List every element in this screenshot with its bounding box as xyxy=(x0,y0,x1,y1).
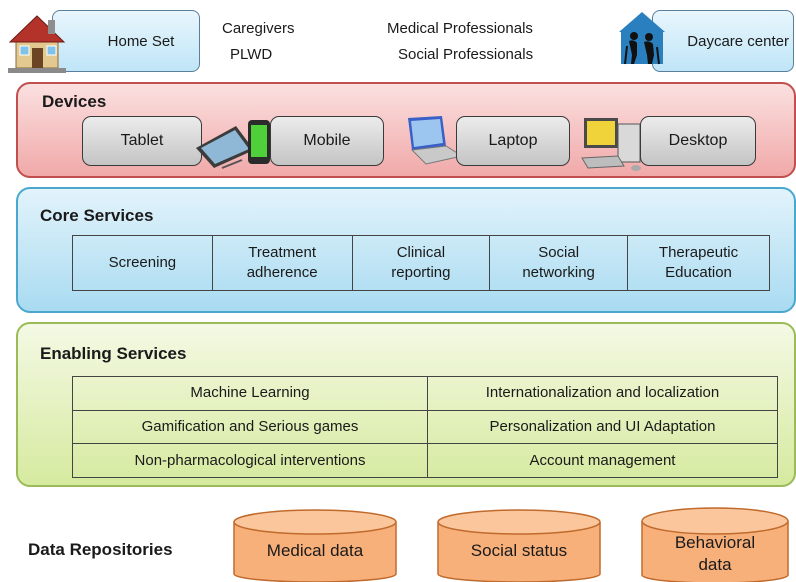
daycare-center-box: Daycare center xyxy=(652,10,794,72)
enabling-service-non-pharmacological: Non-pharmacological interventions xyxy=(72,443,428,478)
enabling-service-internationalization: Internationalization and localization xyxy=(427,376,778,411)
desktop-icon xyxy=(581,118,641,171)
desktop-label: Desktop xyxy=(668,132,728,149)
tablet-label: Tablet xyxy=(120,132,164,149)
plwd-label: PLWD xyxy=(230,46,273,63)
medical-data-label: Medical data xyxy=(266,541,364,560)
enabling-service-personalization: Personalization and UI Adaptation xyxy=(427,409,778,445)
elderly-couple-icon xyxy=(619,12,665,65)
core-service-screening: Screening xyxy=(72,235,213,291)
social-status-label: Social status xyxy=(470,541,568,560)
desktop-device: Desktop xyxy=(640,116,756,166)
medical-professionals-label: Medical Professionals xyxy=(387,20,533,37)
enabling-service-machine-learning: Machine Learning xyxy=(72,376,428,411)
mobile-label: Mobile xyxy=(303,132,351,149)
caregivers-label: Caregivers xyxy=(222,20,295,37)
core-service-social-networking: Social networking xyxy=(489,235,629,291)
enabling-services-table: Machine Learning Internationalization an… xyxy=(72,376,778,478)
table-row: Gamification and Serious games Personali… xyxy=(72,409,778,445)
social-professionals-label: Social Professionals xyxy=(398,46,534,63)
mobile-device: Mobile xyxy=(270,116,384,166)
core-services-title: Core Services xyxy=(40,206,154,225)
tablet-device: Tablet xyxy=(82,116,202,166)
core-service-treatment-adherence: Treatment adherence xyxy=(211,235,353,291)
laptop-label: Laptop xyxy=(488,132,538,149)
behavioral-data-label: Behavioral data xyxy=(674,533,756,574)
data-repositories-title: Data Repositories xyxy=(28,540,173,559)
enabling-services-title: Enabling Services xyxy=(40,344,187,363)
tablet-mobile-icon xyxy=(196,120,270,169)
laptop-icon xyxy=(408,116,464,165)
behavioral-data-cylinder xyxy=(641,507,789,582)
core-service-therapeutic-education: Therapeutic Education xyxy=(627,235,770,291)
daycare-center-label: Daycare center xyxy=(687,32,789,50)
core-service-clinical-reporting: Clinical reporting xyxy=(351,235,491,291)
table-row: Screening Treatment adherence Clinical r… xyxy=(72,235,770,291)
enabling-service-account-management: Account management xyxy=(427,443,778,478)
core-services-table: Screening Treatment adherence Clinical r… xyxy=(72,235,770,291)
table-row: Non-pharmacological interventions Accoun… xyxy=(72,443,778,478)
table-row: Machine Learning Internationalization an… xyxy=(72,376,778,411)
home-set-box: Home Set xyxy=(52,10,200,72)
enabling-service-gamification: Gamification and Serious games xyxy=(72,409,428,445)
laptop-device: Laptop xyxy=(456,116,570,166)
medical-data-cylinder xyxy=(233,509,397,582)
home-set-label: Home Set xyxy=(107,32,175,50)
devices-title: Devices xyxy=(42,92,107,111)
house-icon xyxy=(8,15,66,73)
social-status-cylinder xyxy=(437,509,601,582)
